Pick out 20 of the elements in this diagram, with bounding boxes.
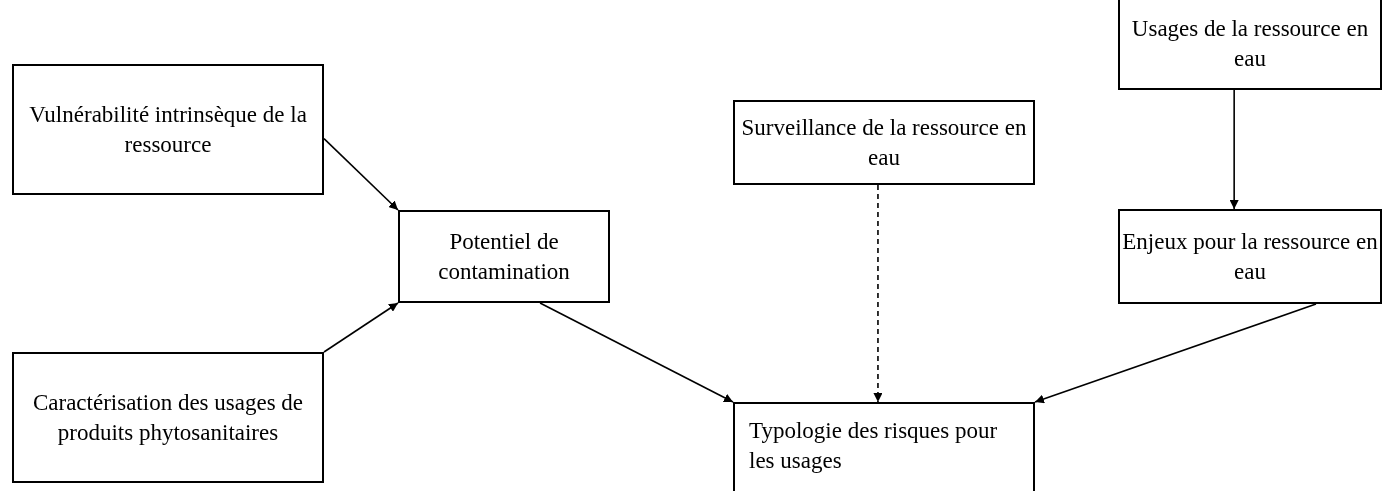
arrow: [1229, 89, 1239, 210]
box-label: Enjeux pour la ressource en eau: [1121, 227, 1379, 286]
arrow: [323, 137, 399, 211]
arrow: [873, 184, 883, 403]
process-box: [12, 352, 324, 483]
process-box: [733, 402, 1035, 491]
arrow: [1034, 303, 1317, 404]
box-label: Typologie des risques pour les usages: [749, 417, 999, 475]
process-box: [1118, 0, 1382, 90]
box-label: Potentiel de contamination: [437, 227, 571, 286]
process-box: [398, 210, 610, 303]
box-label: Usages de la ressource en eau: [1130, 15, 1370, 73]
arrow: [539, 302, 734, 403]
process-box: [12, 64, 324, 195]
box-label: Caractérisation des usages de produits phytosanitaires: [31, 388, 305, 447]
process-box: [1118, 209, 1382, 304]
box-label: Surveillance de la ressource en eau: [740, 113, 1028, 172]
arrow: [323, 302, 399, 353]
box-label: Vulnérabilité intrinsèque de la ressource: [28, 100, 308, 159]
process-box: [733, 100, 1035, 185]
